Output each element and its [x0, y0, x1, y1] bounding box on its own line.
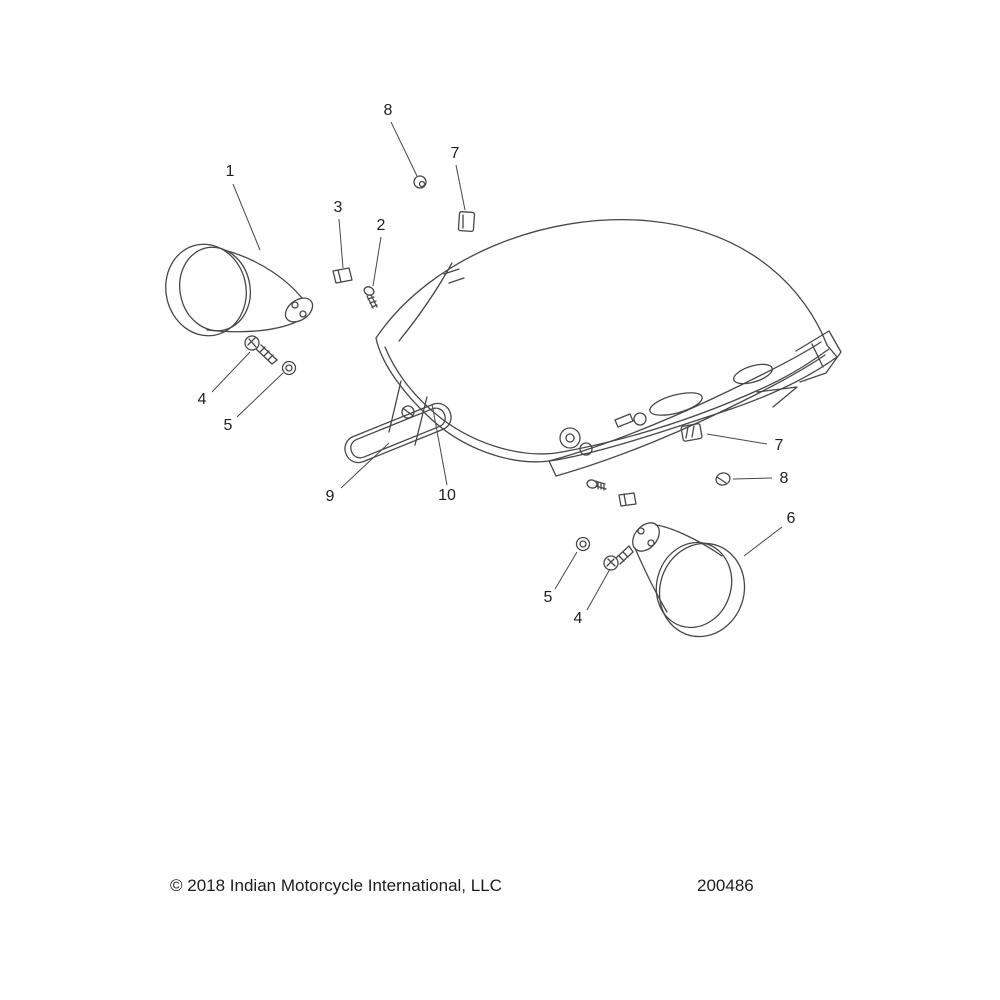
clip-item3-top	[332, 267, 353, 284]
fender-tip-bracket	[756, 330, 842, 408]
hardware-parts	[244, 175, 731, 571]
part-number: 200486	[697, 876, 754, 895]
callout-5-washer-left: 5	[223, 417, 233, 434]
bolt-item4-bottom	[603, 555, 619, 571]
leader-lines	[211, 121, 783, 611]
fastener-item8-top	[413, 175, 427, 189]
fastener-item8-right	[715, 472, 731, 486]
callout-8-top: 8	[383, 102, 393, 119]
callout-7-top: 7	[450, 145, 460, 162]
callout-2-screw: 2	[376, 217, 386, 234]
callout-4-bolt-bottom: 4	[573, 610, 583, 627]
screw-item2-top	[363, 286, 375, 296]
turn-signal-lamp-left	[165, 243, 314, 337]
callout-9-reflector: 9	[325, 488, 335, 505]
washer-item5-left	[281, 360, 297, 376]
clip-center	[618, 492, 637, 507]
bolt-item4-left	[244, 335, 260, 351]
pad-item7-top	[457, 211, 476, 233]
washer-item5-bottom	[575, 536, 591, 552]
callout-3-clip: 3	[333, 199, 343, 216]
callout-10-bracket: 10	[438, 487, 456, 504]
pad-item7-right	[680, 423, 703, 442]
reflector-oval	[344, 402, 452, 464]
turn-signal-lamp-right	[632, 522, 746, 638]
callout-1-lamp-left: 1	[225, 163, 235, 180]
copyright-text: © 2018 Indian Motorcycle International, …	[170, 876, 502, 895]
screw-center	[586, 479, 598, 489]
rear-fender	[375, 219, 838, 463]
fender-strut	[548, 341, 826, 477]
callout-7-right: 7	[774, 437, 784, 454]
callout-6-lamp-right: 6	[786, 510, 796, 527]
callout-8-right: 8	[779, 470, 789, 487]
callout-4-bolt-left: 4	[197, 391, 207, 408]
callout-5-washer-bottom: 5	[543, 589, 553, 606]
